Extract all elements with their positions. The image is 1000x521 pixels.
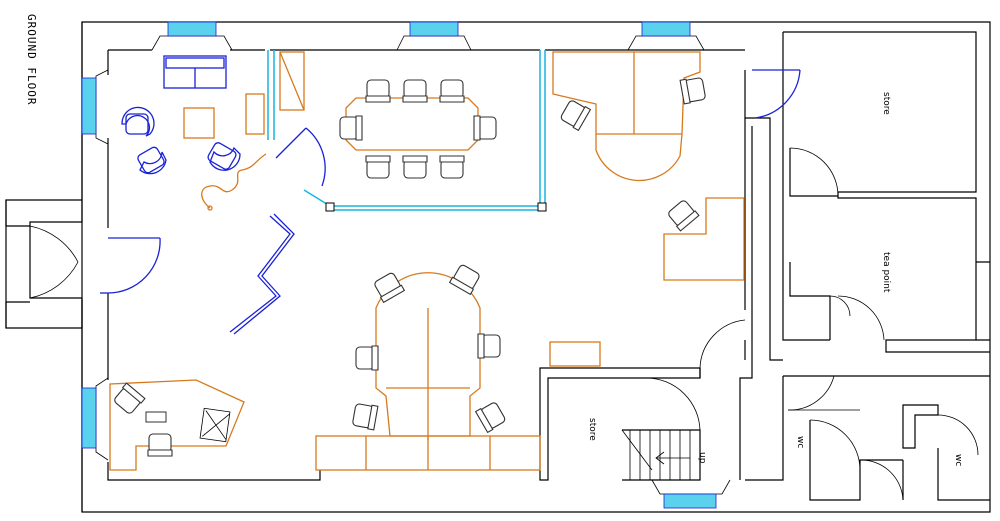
meeting-room-glazing [267,50,547,212]
windows [81,21,731,509]
doors [29,69,979,501]
label-tea-point: tea point [881,252,891,293]
meeting-table [345,97,479,151]
stair-arrow-icon [655,451,690,465]
label-store-center: store [587,418,597,441]
interior-walls [539,31,990,501]
label-store-top: store [881,92,891,115]
room-labels: store tea point store wc wc up [587,92,963,466]
label-wc-left: wc [795,436,805,448]
floor-title: GROUND FLOOR [25,14,38,105]
office-desks [109,51,745,471]
label-stair-up: up [697,452,707,464]
label-wc-right: wc [953,454,963,466]
chairs [114,77,706,457]
reception-furniture [121,55,295,335]
